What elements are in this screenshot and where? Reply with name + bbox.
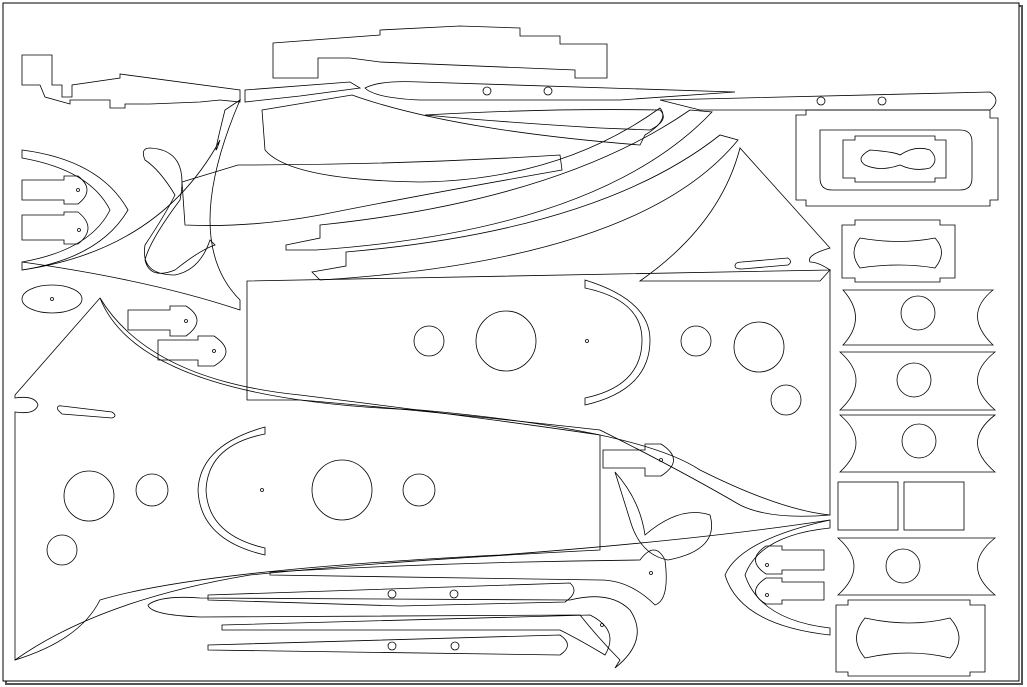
part-tab-4 (157, 335, 227, 367)
part-spar-left (21, 54, 241, 109)
part-wing-strip-3 (424, 109, 664, 131)
part-wing-low-1 (269, 549, 667, 606)
part-arc-upper (584, 279, 651, 406)
part-wing-long-2 (311, 134, 739, 281)
part-frame-2 (841, 219, 956, 283)
part-tab-3 (127, 305, 198, 337)
part-deck-lower (14, 297, 601, 661)
part-wing-low-5 (207, 634, 568, 656)
part-rib-curve-2 (181, 154, 563, 226)
part-oval (21, 284, 83, 314)
part-longeron-curve (21, 98, 241, 311)
part-frame-bottom (835, 599, 986, 677)
part-tab-1 (21, 175, 88, 205)
part-plate-a (837, 481, 899, 531)
part-tab-7 (755, 577, 825, 605)
part-longeron-lower (14, 519, 831, 661)
part-frame-4 (838, 351, 997, 411)
part-plate-b (903, 481, 965, 531)
part-propeller-1 (142, 147, 216, 276)
part-spar-bottom-small (244, 81, 362, 103)
part-frame-5 (838, 414, 997, 473)
holes (46, 86, 937, 651)
part-bulkhead-right-curve (724, 519, 831, 636)
part-frame-bottom-lobes (856, 617, 960, 659)
part-propeller-2 (614, 471, 712, 561)
part-tab-5 (602, 443, 674, 477)
part-wing-low-2 (207, 582, 575, 607)
part-wing-long-1 (285, 109, 713, 251)
part-frame-top-lobes (860, 147, 936, 170)
part-wing-low-4 (221, 614, 611, 656)
part-frame-3 (842, 289, 995, 346)
part-wing-strip-1 (364, 81, 736, 101)
part-slot-left (57, 405, 116, 419)
part-rib-curve-1 (261, 94, 664, 183)
part-frame-top-inner (819, 129, 973, 191)
part-frame-6 (836, 537, 997, 596)
part-tab-2 (21, 211, 89, 245)
part-frame-top (795, 109, 999, 207)
part-spar-top (272, 25, 608, 79)
part-deck-upper (246, 147, 832, 517)
part-wing-low-3 (147, 596, 638, 669)
part-longeron-right (99, 297, 831, 516)
part-arc-lower (197, 426, 266, 556)
parts (14, 25, 999, 677)
part-frame-2-lobes (853, 237, 942, 269)
part-slot-center (734, 257, 791, 270)
part-tab-6 (755, 545, 825, 575)
part-frame-top-cutout (842, 135, 947, 183)
